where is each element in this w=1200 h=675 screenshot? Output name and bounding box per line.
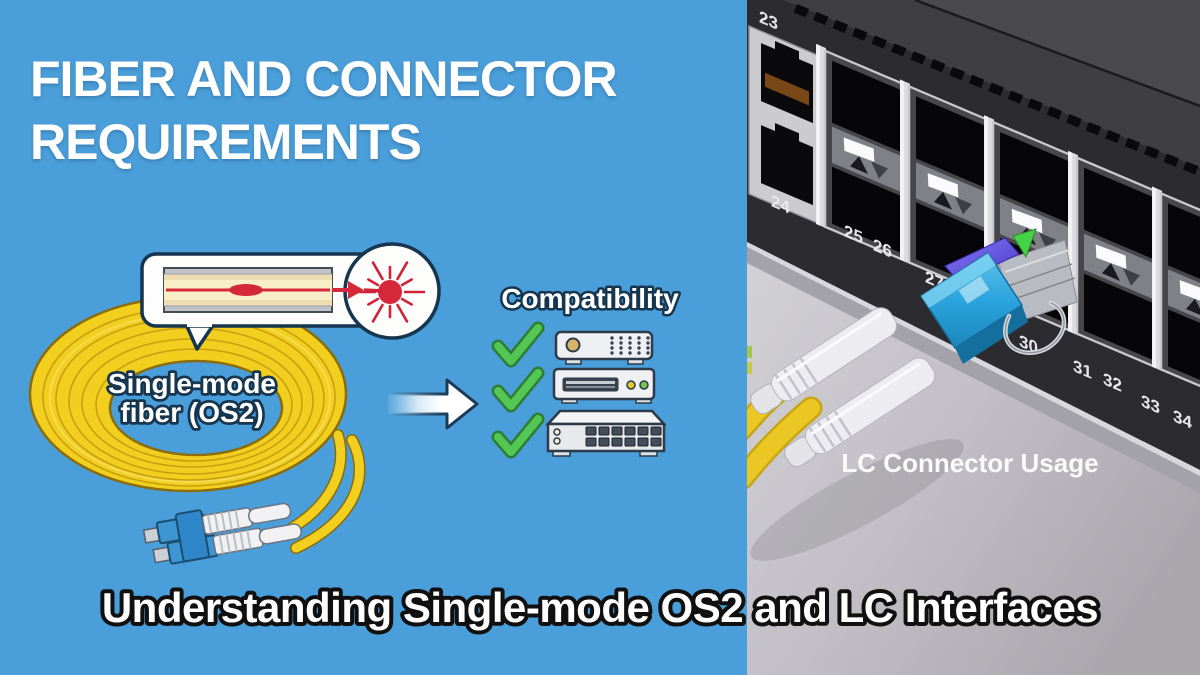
title-line-2: REQUIREMENTS bbox=[30, 114, 422, 170]
network-switch-icon bbox=[545, 409, 667, 457]
faceplate-bevel-highlight bbox=[747, 242, 1200, 476]
rj45-port-block bbox=[748, 24, 826, 228]
port-number: 31 bbox=[1073, 356, 1092, 383]
lc-duplex-connector bbox=[747, 237, 1067, 489]
photo-caption: LC Connector Usage bbox=[841, 448, 1098, 478]
title-line-1: FIBER AND CONNECTOR bbox=[30, 51, 618, 107]
media-player-icon bbox=[552, 367, 656, 404]
fiber-callout-bubble bbox=[140, 252, 378, 351]
port-number: 32 bbox=[1103, 369, 1122, 396]
footer-banner: Understanding Single-mode OS2 and LC Int… bbox=[98, 580, 1103, 635]
check-icon bbox=[491, 412, 545, 459]
fiber-label-line-1: Single-mode bbox=[108, 368, 276, 399]
edge-led-reflection bbox=[747, 346, 752, 358]
faceplate-bevel bbox=[747, 242, 1200, 493]
port-number: 24 bbox=[771, 191, 790, 218]
connector-shadow bbox=[750, 439, 964, 561]
port-number: 23 bbox=[759, 7, 778, 34]
left-panel: FIBER AND CONNECTOR REQUIREMENTS bbox=[28, 48, 682, 565]
fiber-illustration: Single-mode fiber (OS2) Compatibility bbox=[28, 242, 682, 565]
laser-beam-arrow bbox=[332, 281, 383, 299]
media-converter-icon bbox=[554, 330, 654, 365]
switch-photo: 23 24 25 26 27 30 31 32 33 34 bbox=[747, 0, 1200, 675]
edge-led-reflection bbox=[747, 362, 752, 374]
port-number: 26 bbox=[873, 235, 892, 262]
fiber-coil-illustration bbox=[28, 295, 348, 493]
green-indicator-icon bbox=[1012, 228, 1037, 259]
fiber-label-line-2: fiber (OS2) bbox=[120, 397, 263, 428]
footer-caption: Understanding Single-mode OS2 and LC Int… bbox=[102, 584, 1098, 631]
page-title: FIBER AND CONNECTOR REQUIREMENTS bbox=[30, 48, 618, 174]
compatibility-heading: Compatibility bbox=[501, 283, 679, 314]
right-arrow-icon bbox=[386, 378, 479, 430]
fiber-cable-strands bbox=[286, 429, 366, 554]
check-icon bbox=[491, 321, 545, 368]
port-number: 33 bbox=[1141, 391, 1160, 418]
port-number: 25 bbox=[844, 221, 863, 248]
chassis-seam bbox=[914, 0, 1200, 108]
fiber-cross-section-icon bbox=[163, 267, 333, 313]
port-number: 34 bbox=[1173, 406, 1192, 433]
check-icon bbox=[491, 366, 545, 413]
lc-connector-illustration bbox=[142, 502, 302, 565]
